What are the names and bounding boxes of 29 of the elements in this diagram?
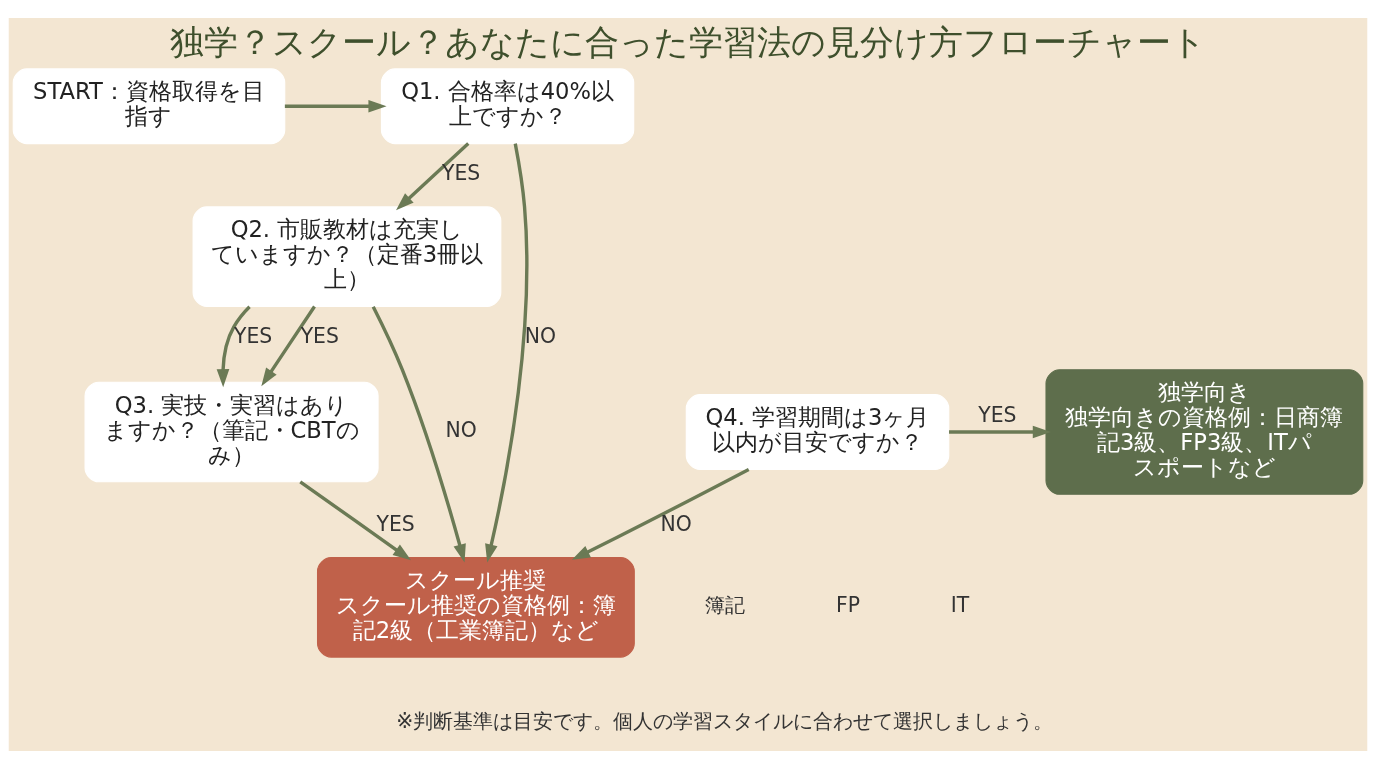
arrow	[396, 141, 470, 210]
label: IT	[950, 592, 970, 617]
label: 簿記	[704, 592, 745, 617]
node-box: Q4. 学習期間は3ヶ月以内が目安ですか？	[685, 393, 950, 470]
node-box: 独学向き 独学向きの資格例：日商簿記3級、FP3級、ITパスポートなど	[1045, 368, 1364, 495]
edge-label: NO	[524, 323, 557, 348]
arrow	[371, 305, 466, 562]
arrow	[299, 479, 412, 560]
node-box: スクール推奨 スクール推奨の資格例：簿記2級（工業簿記）など	[316, 556, 635, 658]
arrow	[284, 99, 387, 113]
edge-label: YES	[376, 511, 415, 536]
node-box: START：資格取得を目指す	[12, 67, 286, 144]
edge-label: YES	[300, 323, 339, 348]
label: FP	[836, 592, 861, 617]
node-box: Q1. 合格率は40%以上ですか？	[380, 67, 635, 144]
arrow	[485, 142, 529, 562]
arrow	[216, 305, 251, 387]
diagram-title: 独学？スクール？あなたに合った学習法の見分け方フローチャート	[170, 22, 1206, 62]
arrow	[571, 467, 750, 560]
edge-label: NO	[660, 511, 692, 536]
label: ※判断基準は目安です。個人の学習スタイルに合わせて選択しましょう。	[396, 708, 1054, 733]
edge-label: YES	[233, 323, 273, 348]
edge-label: YES	[978, 402, 1017, 427]
edge-label: YES	[442, 160, 481, 185]
arrow	[949, 425, 1051, 438]
edge-label: NO	[445, 417, 477, 442]
node-box: Q3. 実技・実習はありますか？（筆記・CBTのみ）	[84, 381, 379, 482]
arrow	[261, 305, 316, 386]
node-box: Q2. 市販教材は充実していますか？（定番3冊以上）	[192, 205, 502, 307]
